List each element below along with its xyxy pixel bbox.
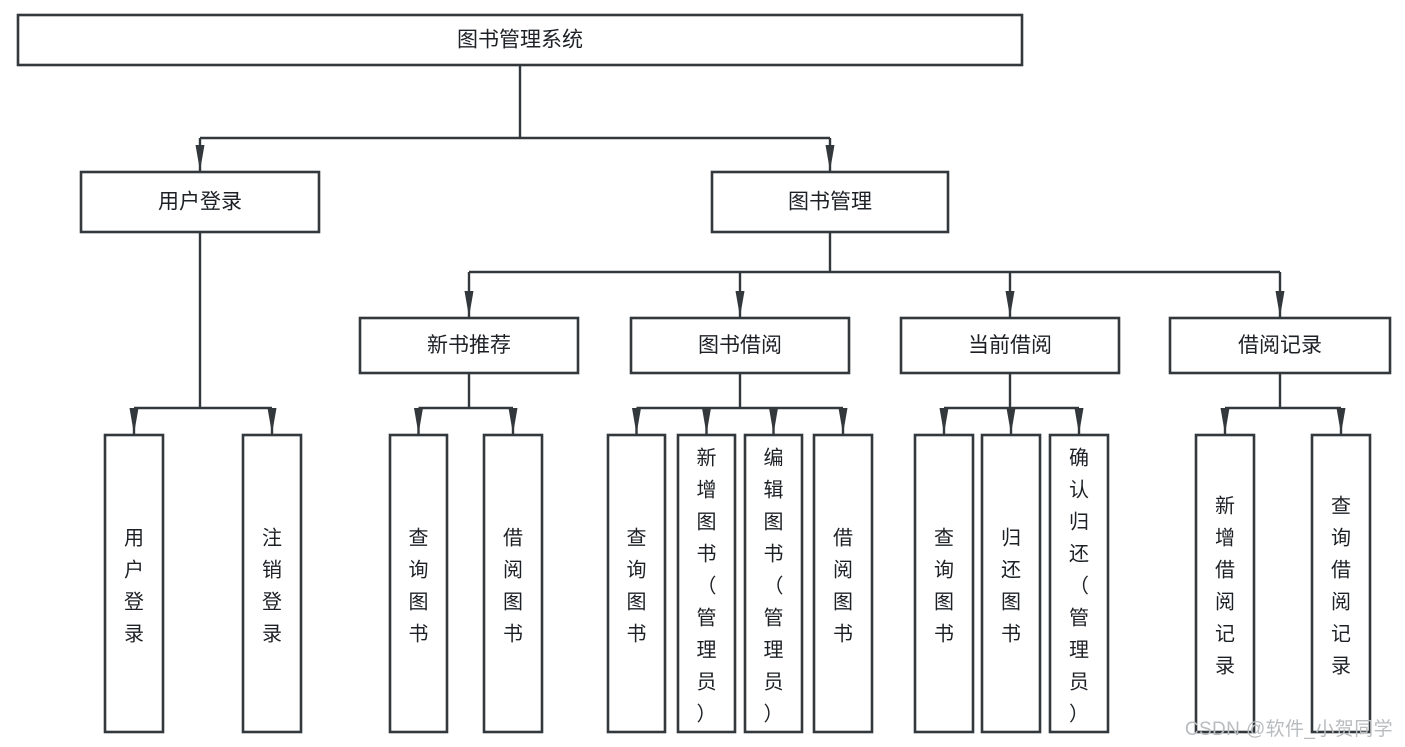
root-node[interactable]: 图书管理系统 [16,13,1024,67]
leaf-node-label-11: 新增借阅记录 [1215,494,1235,677]
level2-node-0[interactable]: 新书推荐 [358,316,580,375]
level1-node-label-0: 用户登录 [158,191,242,214]
level2-node-label-3: 借阅记录 [1238,334,1322,357]
leaf-node-12-rect[interactable] [1310,433,1372,734]
leaf-node-label-1: 注销登录 [262,526,282,645]
arrow-head-icon [414,408,423,434]
leaf-node-label-4: 查询图书 [627,526,647,645]
leaf-node-11[interactable]: 新增借阅记录 [1194,433,1256,734]
leaf-node-1[interactable]: 注销登录 [241,433,303,734]
arrow-head-icon [1074,408,1084,434]
arrow-head-icon [1005,291,1015,317]
leaf-node-6-rect[interactable] [743,433,804,734]
arrow-head-icon [195,145,205,171]
arrow-head-icon [939,408,949,434]
level2-node-3-rect[interactable] [1168,316,1392,375]
level2-node-1-rect[interactable] [629,316,851,375]
level2-node-label-2: 当前借阅 [968,334,1052,357]
leaf-node-9-rect[interactable] [980,433,1042,734]
leaf-node-0-rect[interactable] [103,433,165,734]
leaf-node-2[interactable]: 查询图书 [388,433,449,734]
leaf-node-4[interactable]: 查询图书 [606,433,667,734]
arrow-head-icon [464,291,474,317]
leaf-node-label-6: 编辑图书（管理员） [764,446,784,725]
level2-node-0-rect[interactable] [358,316,580,375]
root-node-rect[interactable] [16,13,1024,67]
level2-node-2-rect[interactable] [899,316,1121,375]
leaf-node-10[interactable]: 确认归还（管理员） [1048,433,1110,734]
level1-node-0-rect[interactable] [79,170,321,234]
root-node-label: 图书管理系统 [457,29,583,52]
leaf-node-label-3: 借阅图书 [503,526,523,645]
arrow-head-icon [702,408,711,434]
leaf-node-label-12: 查询借阅记录 [1331,494,1351,677]
level2-node-label-1: 图书借阅 [698,334,782,357]
level2-node-1[interactable]: 图书借阅 [629,316,851,375]
arrow-head-icon [1006,408,1016,434]
leaf-node-8[interactable]: 查询图书 [913,433,975,734]
arrow-head-icon [735,291,745,317]
arrow-head-icon [1275,291,1285,317]
arrow-head-icon [508,408,518,434]
level1-node-0[interactable]: 用户登录 [79,170,321,234]
level2-node-3[interactable]: 借阅记录 [1168,316,1392,375]
leaf-node-7[interactable]: 借阅图书 [812,433,874,734]
leaf-node-label-2: 查询图书 [409,526,429,645]
leaf-node-4-rect[interactable] [606,433,667,734]
arrow-head-icon [1220,408,1230,434]
arrow-head-icon [632,408,641,434]
arrow-head-icon [825,145,835,171]
level2-node-2[interactable]: 当前借阅 [899,316,1121,375]
level1-node-1-rect[interactable] [710,170,950,234]
arrow-head-icon [838,408,848,434]
leaf-node-9[interactable]: 归还图书 [980,433,1042,734]
arrow-head-icon [1336,408,1346,434]
arrow-head-icon [129,408,139,434]
level1-node-label-1: 图书管理 [788,191,872,214]
leaf-node-7-rect[interactable] [812,433,874,734]
arrow-head-icon [769,408,778,434]
leaf-node-label-0: 用户登录 [124,527,144,645]
leaf-node-10-rect[interactable] [1048,433,1110,734]
leaf-node-6[interactable]: 编辑图书（管理员） [743,433,804,734]
leaf-node-12[interactable]: 查询借阅记录 [1310,433,1372,734]
leaf-node-label-7: 借阅图书 [833,526,853,645]
leaf-node-2-rect[interactable] [388,433,449,734]
level1-node-1[interactable]: 图书管理 [710,170,950,234]
leaf-node-11-rect[interactable] [1194,433,1256,734]
leaf-node-5[interactable]: 新增图书（管理员） [676,433,737,734]
leaf-node-label-9: 归还图书 [1001,526,1021,645]
leaf-node-3[interactable]: 借阅图书 [482,433,544,734]
leaf-node-label-5: 新增图书（管理员） [697,446,717,725]
leaf-node-label-8: 查询图书 [934,526,954,645]
leaf-node-8-rect[interactable] [913,433,975,734]
leaf-node-label-10: 确认归还（管理员） [1069,446,1089,725]
leaf-node-1-rect[interactable] [241,433,303,734]
leaf-node-3-rect[interactable] [482,433,544,734]
arrow-head-icon [267,408,277,434]
leaf-node-5-rect[interactable] [676,433,737,734]
level2-node-label-0: 新书推荐 [427,334,511,357]
leaf-node-0[interactable]: 用户登录 [103,433,165,734]
